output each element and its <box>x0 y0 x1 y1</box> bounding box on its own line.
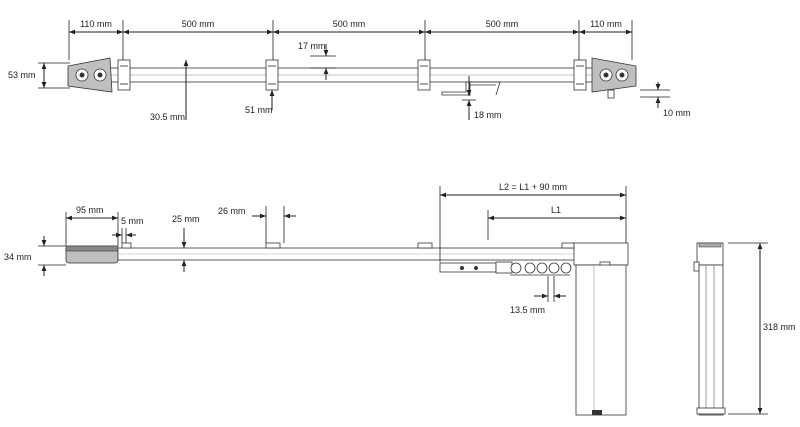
top-left-end-cap <box>67 57 113 93</box>
dim-left-end: 110 mm <box>69 19 123 35</box>
dim-l1-label: L1 <box>551 205 561 215</box>
side-carrier <box>439 261 572 276</box>
dim-profile-height: 25 mm <box>172 214 200 272</box>
side-rail <box>117 247 577 261</box>
dim-end-cap-label: 95 mm <box>76 205 104 215</box>
side-clip-1 <box>121 242 132 249</box>
dim-rail-height: 34 mm <box>4 236 66 276</box>
dim-right-end-label: 110 mm <box>590 19 622 29</box>
end-motor <box>693 242 726 416</box>
dim-clip-width-label: 26 mm <box>218 206 246 216</box>
side-end-cap <box>65 245 119 264</box>
dim-span-2-label: 500 mm <box>333 19 366 29</box>
dim-motor-length: 318 mm <box>728 242 796 415</box>
top-rail <box>91 67 613 83</box>
dim-arm-offset: 18 mm <box>462 76 502 120</box>
dim-left-end-label: 110 mm <box>80 19 112 29</box>
dim-height: 53 mm <box>8 62 70 89</box>
dim-bracket-offset-label: 17 mm <box>298 41 326 51</box>
side-clip-3 <box>417 242 433 249</box>
dim-track-depth-label: 30.5 mm <box>150 112 185 122</box>
dim-l2: L2 = L1 + 90 mm <box>439 182 627 262</box>
dim-track-depth: 30.5 mm <box>150 60 189 122</box>
dim-gap: 5 mm <box>112 216 144 243</box>
dim-thickness-label: 10 mm <box>663 108 691 118</box>
side-motor-body <box>575 264 627 416</box>
top-right-end-cap <box>591 57 637 99</box>
end-view: 318 mm <box>693 242 796 416</box>
top-overlap-arm <box>441 81 501 96</box>
dim-profile-height-label: 25 mm <box>172 214 200 224</box>
dim-bracket-width-label: 51 mm <box>245 105 273 115</box>
dim-height-label: 53 mm <box>8 70 36 80</box>
dim-pulley-pitch-label: 13.5 mm <box>510 305 545 315</box>
top-bracket-2 <box>265 59 279 91</box>
dim-clip-width: 26 mm <box>218 206 296 243</box>
dim-rail-height-label: 34 mm <box>4 252 32 262</box>
dim-right-end: 110 mm <box>579 19 632 35</box>
side-view: L2 = L1 + 90 mm L1 95 mm 5 mm 25 mm <box>4 182 629 416</box>
dim-l2-label: L2 = L1 + 90 mm <box>499 182 567 192</box>
top-bracket-4 <box>573 59 587 91</box>
dim-l1: L1 <box>487 205 626 240</box>
dim-thickness: 10 mm <box>640 82 691 118</box>
dim-gap-label: 5 mm <box>121 216 144 226</box>
dim-bracket-width: 51 mm <box>245 90 275 115</box>
dim-pulley-pitch: 13.5 mm <box>510 276 566 315</box>
dim-span-1-label: 500 mm <box>182 19 215 29</box>
dim-span-1: 500 mm <box>123 19 273 35</box>
dim-arm-offset-label: 18 mm <box>474 110 502 120</box>
dim-bracket-offset: 17 mm <box>298 41 336 80</box>
top-bracket-3 <box>417 59 431 91</box>
top-view: 110 mm 500 mm 500 mm 500 mm 110 mm 53 mm <box>8 19 691 122</box>
side-clip-2 <box>265 242 281 249</box>
dim-span-2: 500 mm <box>273 19 425 35</box>
dim-motor-length-label: 318 mm <box>763 322 796 332</box>
dim-span-3-label: 500 mm <box>486 19 519 29</box>
top-bracket-1 <box>117 59 131 91</box>
dim-end-cap: 95 mm <box>65 205 119 246</box>
side-clip-4 <box>561 242 575 249</box>
dim-span-3: 500 mm <box>425 19 579 35</box>
